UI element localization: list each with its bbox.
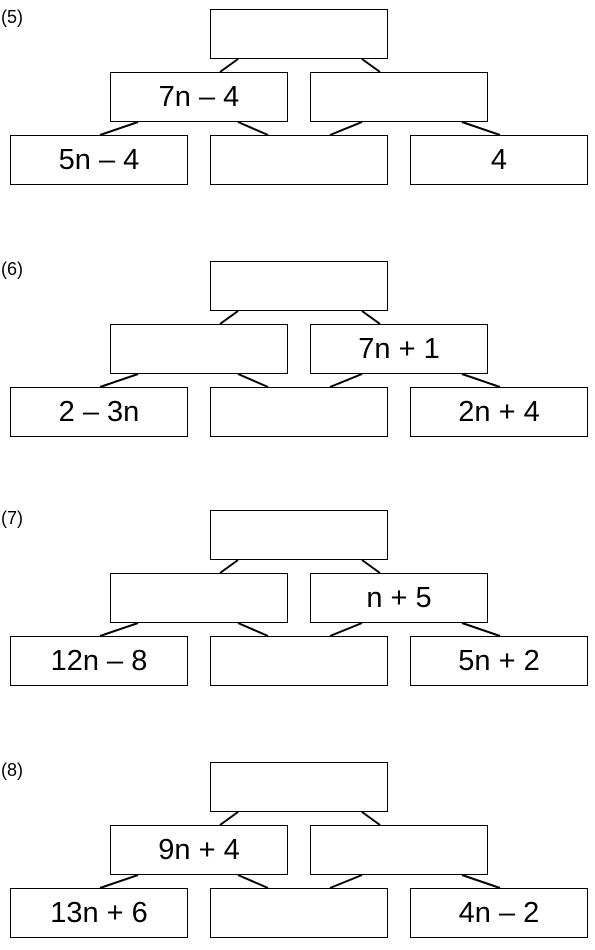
connector-line: [219, 811, 239, 826]
pyramid-puzzle: (6) 7n + 1 2 – 3n 2n + 4: [0, 259, 595, 449]
connector-line: [99, 121, 139, 136]
bottom-brick[interactable]: [210, 888, 388, 938]
brick-connectors: [99, 559, 501, 637]
puzzle-number: (8): [1, 760, 23, 780]
bottom-brick[interactable]: 13n + 6: [10, 888, 188, 938]
connector-line: [329, 874, 363, 889]
connector-line: [99, 874, 139, 889]
connector-line: [219, 559, 239, 574]
connector-line: [219, 310, 239, 325]
connector-line: [461, 622, 501, 637]
connector-line: [461, 121, 501, 136]
connector-line: [237, 622, 269, 637]
bottom-brick[interactable]: 2n + 4: [410, 387, 588, 437]
pyramid-puzzle: (8) 9n + 4 13n + 6 4n – 2: [0, 760, 595, 950]
pyramid-puzzle: (5) 7n – 4 5n – 4 4: [0, 7, 595, 197]
middle-brick[interactable]: n + 5: [310, 573, 488, 623]
top-brick[interactable]: [210, 9, 388, 59]
bottom-brick[interactable]: 2 – 3n: [10, 387, 188, 437]
connector-line: [361, 58, 381, 73]
puzzle-number: (5): [1, 7, 23, 27]
connector-line: [361, 310, 381, 325]
bottom-brick[interactable]: 4n – 2: [410, 888, 588, 938]
bottom-brick[interactable]: 12n – 8: [10, 636, 188, 686]
middle-brick[interactable]: [310, 825, 488, 875]
brick-connectors: [99, 58, 501, 136]
connector-line: [329, 373, 363, 388]
middle-brick[interactable]: [310, 72, 488, 122]
connector-line: [329, 622, 363, 637]
middle-brick[interactable]: 7n + 1: [310, 324, 488, 374]
middle-brick[interactable]: 7n – 4: [110, 72, 288, 122]
middle-brick[interactable]: 9n + 4: [110, 825, 288, 875]
pyramid-puzzle: (7) n + 5 12n – 8 5n + 2: [0, 508, 595, 698]
bottom-brick[interactable]: 4: [410, 135, 588, 185]
bottom-brick[interactable]: 5n – 4: [10, 135, 188, 185]
bottom-brick[interactable]: [210, 387, 388, 437]
brick-connectors: [99, 811, 501, 889]
connector-line: [361, 811, 381, 826]
connector-line: [361, 559, 381, 574]
middle-brick[interactable]: [110, 573, 288, 623]
top-brick[interactable]: [210, 762, 388, 812]
connector-line: [237, 373, 269, 388]
bottom-brick[interactable]: [210, 135, 388, 185]
bottom-brick[interactable]: [210, 636, 388, 686]
bottom-brick[interactable]: 5n + 2: [410, 636, 588, 686]
connector-line: [461, 874, 501, 889]
puzzle-number: (6): [1, 259, 23, 279]
middle-brick[interactable]: [110, 324, 288, 374]
puzzle-number: (7): [1, 508, 23, 528]
connector-line: [99, 373, 139, 388]
brick-connectors: [99, 310, 501, 388]
connector-line: [99, 622, 139, 637]
connector-line: [237, 874, 269, 889]
top-brick[interactable]: [210, 510, 388, 560]
connector-line: [329, 121, 363, 136]
top-brick[interactable]: [210, 261, 388, 311]
connector-line: [219, 58, 239, 73]
connector-line: [461, 373, 501, 388]
connector-line: [237, 121, 269, 136]
